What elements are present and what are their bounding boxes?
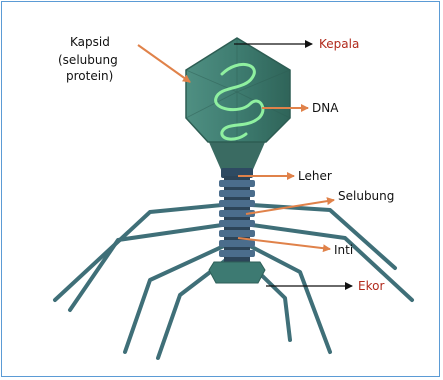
kapsid-sublabel-1: (selubung [58, 53, 118, 67]
leher-label: Leher [298, 169, 332, 183]
inti-label: Inti [334, 243, 353, 257]
kapsid-sublabel-2: protein) [66, 69, 113, 83]
base-plate [209, 262, 265, 283]
dna-label: DNA [312, 101, 339, 115]
kepala-label: Kepala [319, 37, 359, 51]
selubung-label: Selubung [338, 189, 394, 203]
neck [208, 140, 266, 178]
kapsid-pointer [138, 45, 190, 82]
tail-sheath [219, 176, 255, 266]
ekor-label: Ekor [358, 279, 384, 293]
kapsid-label: Kapsid [70, 35, 110, 49]
